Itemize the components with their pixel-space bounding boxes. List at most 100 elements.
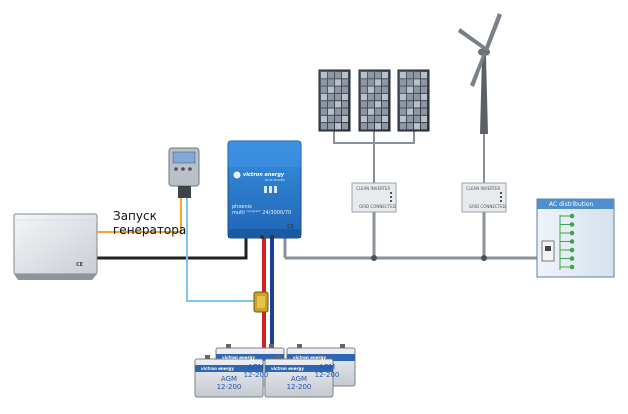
solar-cell xyxy=(407,101,413,108)
ce-mark: CE xyxy=(76,262,84,268)
solar-cell xyxy=(414,123,420,130)
solar-cell xyxy=(335,108,341,115)
battery-brand: victron energy xyxy=(293,355,326,360)
solar-cell xyxy=(335,115,341,123)
solar-cell xyxy=(368,79,374,86)
solar-cell xyxy=(421,79,427,86)
solar-cell xyxy=(375,79,381,86)
solar-cell xyxy=(407,123,413,130)
solar-cell xyxy=(361,101,367,108)
solar-cell xyxy=(407,93,413,101)
ac-distribution-panel xyxy=(536,198,615,278)
battery-label: AGM 12-200 xyxy=(279,375,319,391)
solar-panel xyxy=(397,69,430,132)
solar-cell xyxy=(414,72,420,79)
solar-cell xyxy=(361,123,367,130)
solar-cell xyxy=(400,93,406,101)
generator-start-label-line1: Запуск xyxy=(113,209,157,223)
solar-cell xyxy=(321,115,327,123)
victron-logo-icon xyxy=(233,171,241,179)
control-cable xyxy=(186,198,254,302)
inverter-brand-sub: BLUE POWER xyxy=(265,178,285,182)
solar-cell xyxy=(328,86,334,93)
solar-cell xyxy=(342,115,348,123)
generator-ac-wire xyxy=(97,238,248,260)
solar-panel-array xyxy=(318,69,430,132)
solar-cell xyxy=(382,101,388,108)
battery-type: AGM xyxy=(220,375,238,383)
solar-cell xyxy=(414,79,420,86)
solar-cell xyxy=(321,101,327,108)
solar-cell xyxy=(335,86,341,93)
circuit-breaker-icon xyxy=(569,222,575,227)
solar-cell xyxy=(368,72,374,79)
solar-cell xyxy=(321,72,327,79)
solar-cell xyxy=(400,101,406,108)
solar-cell xyxy=(335,93,341,101)
solar-cell xyxy=(375,115,381,123)
wind-inverter-bottom-text: GRID CONNECTED xyxy=(469,204,506,209)
solar-cell xyxy=(335,72,341,79)
circuit-breaker-icon xyxy=(569,213,575,219)
battery-capacity: 12-200 xyxy=(243,371,269,379)
battery-capacity: 12-200 xyxy=(286,383,312,391)
bus-junction xyxy=(481,255,487,261)
solar-cell xyxy=(328,115,334,123)
battery-label: AGM 12-200 xyxy=(307,363,347,379)
pv-inverter-bottom-text: GRID CONNECTED xyxy=(359,204,396,209)
solar-cell xyxy=(342,93,348,101)
solar-cell xyxy=(421,123,427,130)
solar-cell xyxy=(342,79,348,86)
solar-cell xyxy=(382,72,388,79)
battery-bank xyxy=(194,344,356,398)
inverter-brand: victron energy xyxy=(243,172,285,178)
solar-cell xyxy=(382,93,388,101)
solar-cell xyxy=(328,101,334,108)
solar-cell xyxy=(321,86,327,93)
pv-inverter-top-text: CLEAN INVERTER xyxy=(356,186,391,191)
solar-cell xyxy=(421,115,427,123)
solar-cell xyxy=(342,72,348,79)
circuit-breaker-icon xyxy=(569,247,575,253)
solar-cell xyxy=(421,72,427,79)
solar-cell xyxy=(421,86,427,93)
generator-start-label: Запуск генератора xyxy=(113,209,186,237)
solar-cell xyxy=(375,123,381,130)
generator-start-label-line2: генератора xyxy=(113,223,187,237)
battery-type: AGM xyxy=(318,363,336,371)
solar-cell xyxy=(368,115,374,123)
solar-cell xyxy=(321,93,327,101)
solar-cell xyxy=(361,72,367,79)
solar-cell xyxy=(321,79,327,86)
solar-cell xyxy=(400,123,406,130)
solar-cell xyxy=(400,86,406,93)
circuit-breaker-icon xyxy=(569,264,575,270)
solar-cell xyxy=(400,72,406,79)
solar-cell xyxy=(407,79,413,86)
solar-cell xyxy=(328,93,334,101)
circuit-breaker-icon xyxy=(569,239,575,244)
solar-cell xyxy=(382,86,388,93)
solar-cell xyxy=(414,93,420,101)
solar-cell xyxy=(421,108,427,115)
solar-cell xyxy=(400,108,406,115)
solar-cell xyxy=(328,72,334,79)
ac-distribution-title: AC distribution xyxy=(549,201,594,208)
battery-type: AGM xyxy=(290,375,308,383)
circuit-breaker-icon xyxy=(569,230,575,236)
battery-label: AGM 12-200 xyxy=(236,363,276,379)
solar-cell xyxy=(342,123,348,130)
solar-cell xyxy=(375,93,381,101)
inverter-charger xyxy=(227,140,302,239)
solar-cell xyxy=(342,86,348,93)
solar-cell xyxy=(361,93,367,101)
solar-cell xyxy=(414,108,420,115)
remote-control-panel[interactable] xyxy=(168,147,200,198)
solar-panel xyxy=(318,69,351,132)
solar-cell xyxy=(375,101,381,108)
solar-cell xyxy=(382,123,388,130)
solar-cell xyxy=(400,79,406,86)
ce-mark: CE xyxy=(287,224,295,230)
solar-cell xyxy=(335,101,341,108)
solar-cell xyxy=(368,86,374,93)
